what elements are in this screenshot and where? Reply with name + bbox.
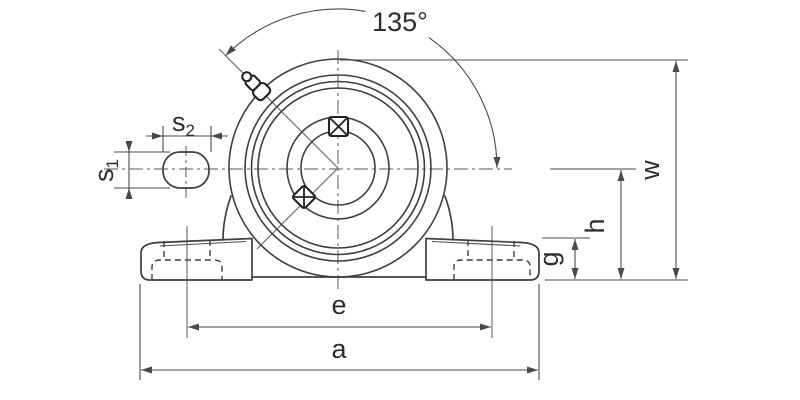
- g-label: g: [534, 251, 564, 266]
- w-label: w: [635, 160, 665, 181]
- s2-sub: 2: [186, 121, 195, 140]
- s1-label: s1: [89, 159, 122, 182]
- dim-h: h: [550, 168, 636, 279]
- dim-angle-135: 135°: [225, 7, 501, 169]
- arrowhead: [141, 366, 152, 374]
- arrowhead: [571, 268, 579, 279]
- angle-arc-right: [428, 37, 498, 169]
- arrowhead: [480, 323, 491, 331]
- setscrew-axis-line: [256, 167, 339, 250]
- extension-lines: [114, 151, 170, 189]
- dim-s2: s2: [146, 107, 228, 152]
- bearing-outer-ring-circle-2: [250, 80, 426, 256]
- hidden-pocket: [151, 259, 223, 280]
- dim-a: a: [139, 284, 540, 380]
- a-label: a: [331, 334, 347, 364]
- right-wall-curve: [444, 195, 454, 241]
- right-foot-hidden-slot: [453, 240, 531, 280]
- set-screw-cross: [329, 117, 348, 136]
- right-foot-draft-line: [431, 240, 521, 247]
- s2-base: s: [172, 107, 186, 137]
- bearing-outer-ring-circle-3: [257, 87, 419, 249]
- extension-lines: [139, 284, 540, 380]
- grease-fitting: [241, 71, 272, 102]
- arrowhead: [152, 132, 163, 140]
- s1-base: s: [89, 169, 119, 183]
- arrowhead: [527, 366, 538, 374]
- arrowhead: [211, 132, 222, 140]
- grease-fitting-axis-line: [218, 48, 339, 169]
- dim-s1: s1: [89, 141, 170, 199]
- arrowhead: [617, 268, 625, 279]
- dim-e: e: [188, 290, 491, 331]
- h-label: h: [580, 218, 610, 233]
- grease-fitting-tip: [241, 71, 253, 83]
- arrowhead: [125, 188, 133, 199]
- arrowhead: [571, 239, 579, 250]
- bearing-outer-ring-circle-1: [244, 74, 432, 262]
- angle-arc-left: [225, 8, 366, 56]
- s1-sub: 1: [103, 159, 122, 168]
- angle-label: 135°: [372, 7, 428, 37]
- hidden-pocket: [453, 259, 531, 280]
- arrowhead: [188, 323, 199, 331]
- arrowhead: [493, 157, 501, 168]
- arrowhead: [672, 61, 680, 72]
- arrowhead: [617, 170, 625, 181]
- arrowhead: [672, 268, 680, 279]
- right-foot: [425, 237, 540, 281]
- set-screw-lower-left: [291, 184, 317, 210]
- set-screw-cross: [293, 186, 315, 208]
- left-foot-hidden-slot: [151, 240, 223, 280]
- dim-w: w: [340, 59, 688, 281]
- bolt-slot-detail: [162, 151, 210, 189]
- left-foot: [140, 237, 253, 281]
- left-foot-draft-line: [159, 240, 247, 247]
- set-screw-top: [327, 115, 350, 138]
- s2-label: s2: [172, 107, 195, 140]
- arrowhead: [125, 141, 133, 152]
- dim-g: g: [534, 237, 590, 279]
- left-wall-curve: [222, 195, 232, 241]
- e-label: e: [331, 290, 346, 320]
- arrowhead: [225, 45, 236, 56]
- extension-lines: [162, 126, 212, 152]
